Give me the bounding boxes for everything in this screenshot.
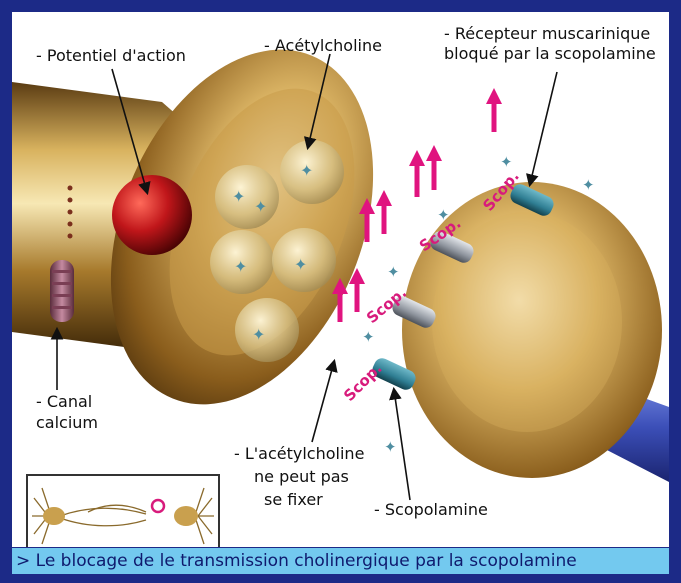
svg-text:✦: ✦	[300, 161, 313, 180]
ion-channel-icon	[50, 260, 74, 322]
svg-text:✦: ✦	[294, 255, 307, 274]
svg-text:✦: ✦	[500, 153, 513, 171]
svg-text:✦: ✦	[387, 263, 400, 281]
svg-text:✦: ✦	[252, 325, 265, 344]
diagram-panel: ✦ ✦ ✦ ✦ ✦ ✦ ✦ ✦ ✦ ✦ ✦ ✦	[12, 12, 669, 547]
label-no-fix-line3: se fixer	[264, 490, 323, 509]
label-action-potential: - Potentiel d'action	[36, 46, 186, 65]
neuron-inset-icon	[28, 476, 218, 547]
label-receptor-line1: - Récepteur muscarinique	[444, 24, 650, 43]
label-channel-line1: - Canal	[36, 392, 92, 411]
svg-text:✦: ✦	[234, 257, 247, 276]
neuron-inset	[26, 474, 220, 547]
scop-tag-1: Scop.	[340, 359, 386, 405]
svg-text:✦: ✦	[384, 438, 397, 456]
label-scopolamine: - Scopolamine	[374, 500, 488, 519]
svg-text:✦: ✦	[232, 187, 245, 206]
svg-text:✦: ✦	[582, 176, 595, 194]
svg-text:✦: ✦	[254, 197, 267, 216]
caption-bar: > Le blocage de le transmission choliner…	[12, 548, 669, 574]
label-no-fix-line1: - L'acétylcholine	[234, 444, 364, 463]
action-potential-sphere	[112, 175, 192, 255]
caption-text: > Le blocage de le transmission choliner…	[16, 551, 577, 571]
svg-text:✦: ✦	[362, 328, 375, 346]
label-no-fix-line2: ne peut pas	[254, 467, 349, 486]
label-acetylcholine: - Acétylcholine	[264, 36, 382, 55]
label-receptor-line2: bloqué par la scopolamine	[444, 44, 656, 63]
label-channel-line2: calcium	[36, 413, 98, 432]
